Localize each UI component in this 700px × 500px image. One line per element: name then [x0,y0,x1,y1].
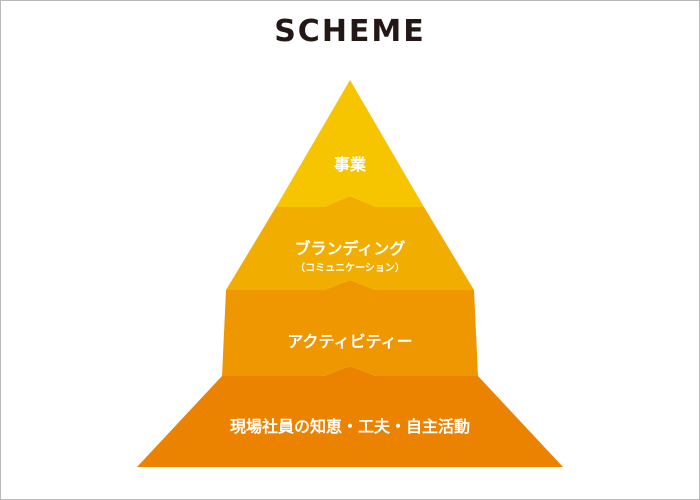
layer-2-sublabel: （コミュニケーション） [295,261,405,274]
diagram-title: SCHEME [274,14,426,49]
layer-4-label: 現場社員の知恵・工夫・自主活動 [230,417,470,436]
pyramid-layer-2 [226,196,474,290]
pyramid-layer-3 [222,280,478,376]
pyramid-layer-4 [137,366,563,467]
pyramid-layer-1 [276,80,424,207]
layer-3-label: アクティビティー [287,332,412,351]
layer-1-label: 事業 [334,155,367,174]
layer-2-label: ブランディング [295,239,406,258]
